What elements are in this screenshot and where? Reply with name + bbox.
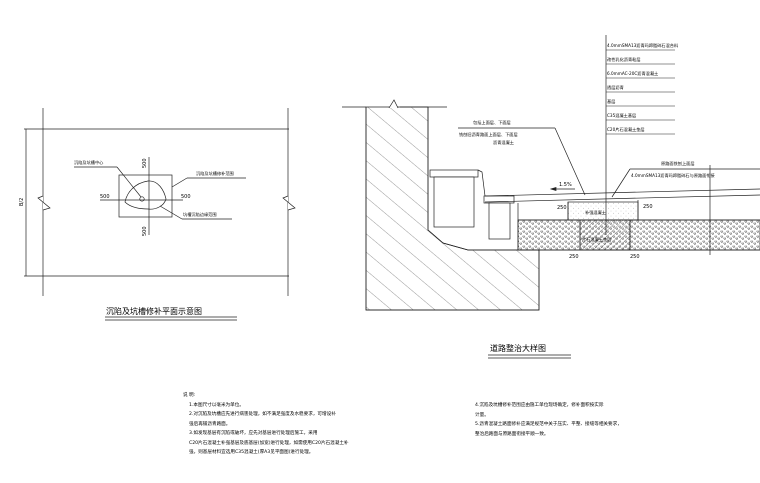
- notes-heading: 说 明:: [183, 393, 196, 398]
- plan-width-label: B/2: [19, 198, 25, 206]
- plan-label-boundary: 沉陷及坑槽修补范围: [196, 170, 234, 177]
- section-label-base: 片石混凝土垫层: [582, 236, 611, 243]
- note-line: 3.如发现基层有沉陷或破坏，应先对基层进行处理后施工，采用: [189, 431, 318, 436]
- plan-label-damage-edge: 坑槽沉陷边缘范围: [183, 211, 217, 218]
- damage-outline: [124, 180, 167, 210]
- note-line: 5.沥青混凝土路面修补应满足规范中关于压实、平整、接缝等相关要求，: [475, 422, 622, 427]
- plan-view: [24, 108, 296, 321]
- section-label-upper-2: 铣刨旧沥青路面上面层、下面层: [459, 131, 518, 138]
- plan-title: 沉陷及坑槽修补平面示意图: [106, 306, 202, 316]
- patch-boundary-rect: [118, 174, 173, 218]
- note-line: 强，则基层材料宜选用C35混凝土(厚A3见平面图)进行处理。: [189, 450, 314, 455]
- layer-label-3: 6.0mmAC-20C沥青混凝土: [607, 70, 658, 77]
- dim-250-1: 250: [557, 205, 567, 211]
- note-line: 强后再铺沥青路面。: [189, 421, 231, 427]
- plan-label-center: 沉陷及坑槽中心: [74, 159, 104, 166]
- layer-label-7: C20片石混凝土垫层: [607, 126, 645, 133]
- section-label-upper-1: 包括上面层、下面层: [473, 119, 511, 126]
- note-line: 4.沉陷及坑槽修补范围应由施工单位现场确定，修补面积按实际: [475, 403, 604, 408]
- note-line: 整治后路面与原路面衔接平顺一致。: [475, 431, 549, 437]
- note-line: 1.本图尺寸以毫米为单位。: [189, 402, 244, 408]
- note-line: 计量。: [475, 412, 489, 418]
- section-label-patch: 补强混凝土: [585, 209, 606, 216]
- note-line: 2.对沉陷及坑槽应先进行病害处理，如不满足强度及水稳要求，可增设补: [189, 412, 336, 417]
- dim-250-4: 250: [630, 254, 640, 260]
- layer-label-1: 4.0mmSMA13沥青玛蹄脂碎石混合料: [607, 42, 679, 49]
- layer-legend: [606, 49, 675, 135]
- plan-dim-right: 500: [181, 194, 191, 200]
- dim-250-3: 250: [569, 254, 579, 260]
- section-view: [342, 35, 760, 359]
- section-label-upper-3: 沥青混凝土: [493, 139, 514, 146]
- slope-label: 1.5%: [559, 182, 572, 188]
- notes-right: 4.沉陷及坑槽修补范围应由施工单位现场确定，修补面积按实际 计量。 5.沥青混凝…: [475, 401, 622, 439]
- section-title: 道路整治大样图: [490, 343, 546, 353]
- plan-dim-top: 500: [142, 158, 148, 168]
- note-line: C20片石混凝土补强基层及底基层(加宽)进行处理，如需使用C20片石混凝土补: [189, 440, 349, 446]
- plan-dim-left: 500: [100, 194, 110, 200]
- dim-250-2: 250: [643, 204, 653, 210]
- layer-label-6: C35混凝土基层: [607, 112, 636, 119]
- layer-label-5: 基层: [607, 98, 615, 105]
- section-label-right-2: 4.0mmSMA13沥青玛蹄脂碎石与原路面衔接: [631, 172, 716, 179]
- section-label-right-1: 原路面铣刨上面层: [661, 160, 695, 167]
- plan-dim-bottom: 500: [142, 226, 148, 236]
- notes-left: 说 明: 1.本图尺寸以毫米为单位。 2.对沉陷及坑槽应先进行病害处理，如不满足…: [183, 391, 349, 458]
- layer-label-2: 改性乳化沥青粘层: [607, 56, 641, 63]
- layer-label-4: 透层沥青: [607, 84, 624, 91]
